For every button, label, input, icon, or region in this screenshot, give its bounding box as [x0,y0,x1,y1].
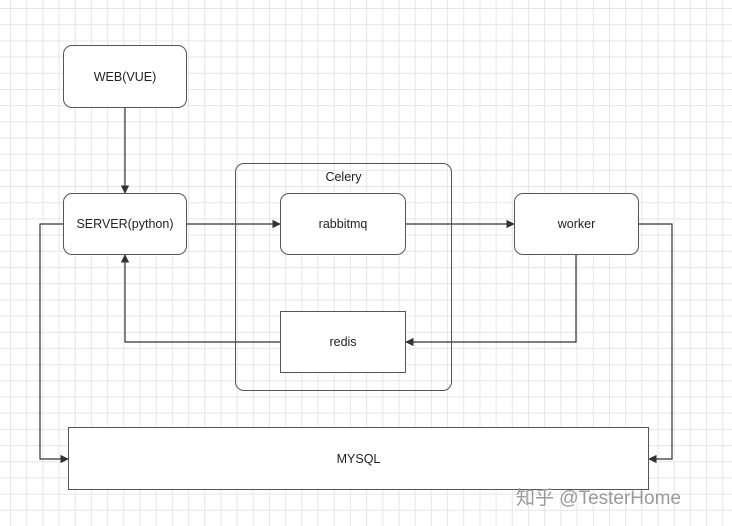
server-python-node: SERVER(python) [63,193,187,255]
watermark-text: 知乎 @TesterHome [516,488,681,509]
celery-group-label: Celery [325,170,362,184]
arrow-worker-to-redis [405,255,577,347]
rabbitmq-node: rabbitmq [280,193,406,255]
web-vue-node: WEB(VUE) [63,45,187,108]
celery-group: Celery [235,163,452,391]
mysql-node: MYSQL [68,427,649,490]
arrow-server-to-mysql [39,223,69,464]
redis-node: redis [280,311,406,373]
arrow-redis-to-server [120,254,280,343]
arrow-worker-to-mysql [638,223,673,464]
worker-node: worker [514,193,639,255]
